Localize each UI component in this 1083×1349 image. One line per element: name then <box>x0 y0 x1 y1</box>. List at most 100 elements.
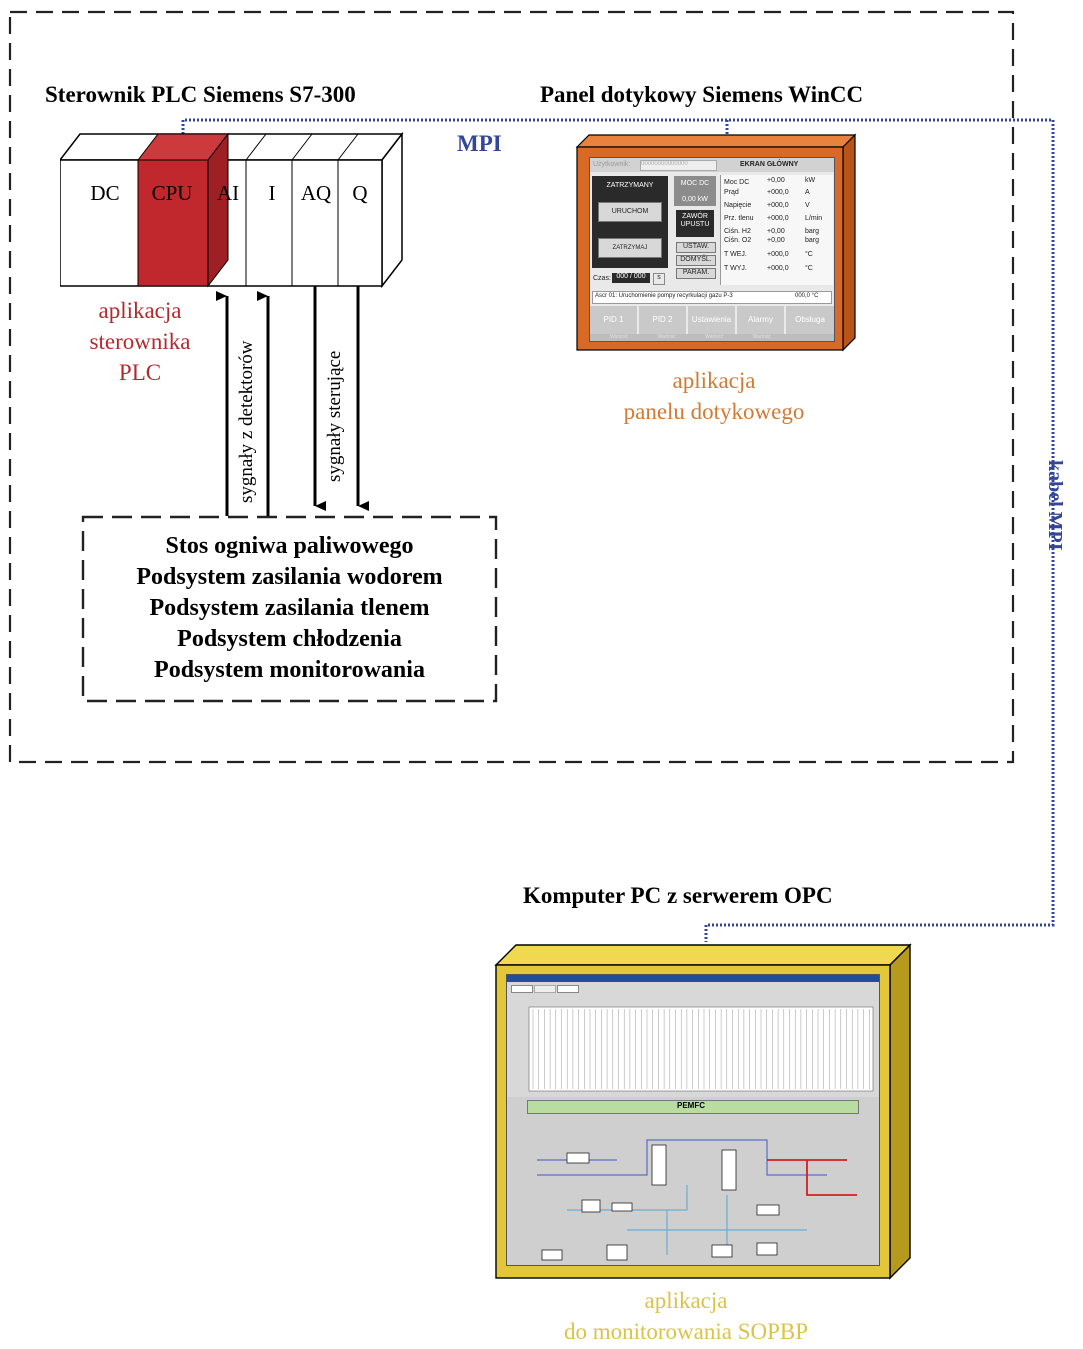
param-button[interactable]: PARAM. <box>676 268 716 279</box>
time-label: Czas: <box>593 275 611 282</box>
pc-schematic <box>537 1139 857 1261</box>
tab-settings[interactable]: Ustawienia <box>688 306 735 334</box>
param-name: Prz. tlenu <box>724 215 754 222</box>
panel-user-label: Użytkownik: <box>593 161 631 168</box>
param-value: +000,0 <box>767 215 789 222</box>
bottom-value: Wartość <box>752 334 771 340</box>
module-q: Q <box>352 181 368 205</box>
pc-app-caption: aplikacja do monitorowania SOPBP <box>500 1285 872 1347</box>
pc-process-view <box>507 1097 879 1265</box>
set-button[interactable]: USTAW. <box>676 242 716 253</box>
param-row-2: Prąd <box>724 189 739 196</box>
panel-bottom-bar: Wartość Wartość Wartość Wartość <box>590 334 834 341</box>
param-unit: °C <box>805 265 813 272</box>
plc-app-caption: aplikacja sterownika PLC <box>60 295 220 388</box>
pc-titlebar <box>507 975 879 982</box>
panel-screen-title: EKRAN GŁÓWNY <box>740 161 799 168</box>
param-row-4: Prz. tlenu <box>724 215 754 222</box>
system-boundary <box>8 10 1015 764</box>
param-row-1: Moc DC <box>724 177 749 190</box>
tab-alarms[interactable]: Alarmy <box>737 306 784 334</box>
subsystem-item: Podsystem monitorowania <box>154 657 425 683</box>
panel-user-field[interactable]: 00000000000000 <box>640 160 717 171</box>
subsystems-boundary <box>81 515 498 703</box>
pc-screen: PEMFC <box>506 974 880 1266</box>
param-name: Prąd <box>724 189 739 196</box>
param-unit: barg <box>805 237 820 244</box>
subsystem-item: Podsystem chłodzenia <box>177 626 402 652</box>
moc-dc-block <box>674 176 716 206</box>
param-name: Moc DC <box>724 179 750 186</box>
pc-tab-1[interactable] <box>511 985 533 993</box>
param-name: T WYJ. <box>724 265 747 272</box>
subsystem-item: Podsystem zasilania tlenem <box>149 595 430 621</box>
signal-in-label: sygnały z detektorów <box>236 340 257 503</box>
pc-tab-2[interactable] <box>534 985 556 993</box>
signal-out-label: sygnały sterujące <box>324 350 345 482</box>
plc-caption-line-3: PLC <box>118 360 162 385</box>
module-ai: AI <box>216 181 240 205</box>
panel-caption-line-1: aplikacja <box>672 368 756 393</box>
start-button[interactable]: URUCHOM <box>598 202 662 222</box>
param-value: +000,0 <box>767 265 789 272</box>
moc-dc-value: 0,00 kW <box>682 196 708 203</box>
cable-label: kabel MPI <box>1044 460 1066 551</box>
param-unit: °C <box>805 251 813 258</box>
bottom-value: Wartość <box>705 334 724 340</box>
plc-caption-line-2: sterownika <box>89 329 191 354</box>
pc-caption-line-1: aplikacja <box>644 1288 728 1313</box>
param-name: Ciśn. H2 <box>724 228 751 235</box>
bottom-value: Wartość <box>657 334 676 340</box>
panel-title: Panel dotykowy Siemens WinCC <box>540 82 864 107</box>
module-cpu: CPU <box>151 181 193 205</box>
stop-button[interactable]: ZATRZYMAJ <box>598 238 662 258</box>
pc-tab-3[interactable] <box>557 985 579 993</box>
param-unit: barg <box>805 228 820 235</box>
pc-header-bar <box>527 1100 859 1114</box>
panel-caption-line-2: panelu dotykowego <box>623 399 805 424</box>
panel-app-caption: aplikacja panelu dotykowego <box>592 365 836 427</box>
time-value: 000 / 000 <box>612 273 650 283</box>
subsystem-item: Podsystem zasilania wodorem <box>136 564 443 590</box>
param-row-5: Ciśn. H2 <box>724 228 751 235</box>
default-button[interactable]: DOMYŚL. <box>676 255 716 266</box>
param-row-6: Ciśn. O2 <box>724 237 751 244</box>
tab-pid2[interactable]: PID 2 <box>639 306 686 334</box>
subsystem-list: Stos ogniwa paliwowego Podsystem zasilan… <box>83 531 496 686</box>
valve-button[interactable]: ZAWÓR UPUSTU <box>676 210 714 237</box>
param-value: +000,0 <box>767 251 789 258</box>
param-unit: kW <box>805 177 816 184</box>
param-value: +000,0 <box>767 202 789 209</box>
param-value: +0,00 <box>767 228 785 235</box>
panel-screen: Użytkownik: 00000000000000 EKRAN GŁÓWNY … <box>589 157 835 342</box>
tab-service[interactable]: Obsługa <box>786 306 834 334</box>
param-unit: A <box>805 189 810 196</box>
param-unit: V <box>805 202 810 209</box>
valve-label-1: ZAWÓR <box>682 213 708 220</box>
mpi-label: MPI <box>457 131 502 156</box>
alarm-line <box>592 291 832 304</box>
param-name: T WEJ. <box>724 251 747 258</box>
module-i: I <box>268 181 276 205</box>
bottom-value: Wartość <box>610 334 629 340</box>
pc-label-center: PEMFC <box>677 1101 705 1110</box>
plc-caption-line-1: aplikacja <box>98 298 182 323</box>
param-unit: L/min <box>805 215 823 222</box>
state-label: ZATRZYMANY <box>606 182 654 189</box>
pc-trend-chart <box>528 1006 874 1092</box>
param-row-8: T WYJ. <box>724 265 747 272</box>
alarm-value: 000,0 °C <box>795 293 819 299</box>
param-row-7: T WEJ. <box>724 251 747 258</box>
valve-label-2: UPUSTU <box>680 221 710 228</box>
moc-dc-label: MOC DC <box>680 180 710 187</box>
pc-title: Komputer PC z serwerem OPC <box>523 883 833 908</box>
module-aq: AQ <box>300 181 332 205</box>
tab-pid1[interactable]: PID 1 <box>590 306 637 334</box>
param-value: +000,0 <box>767 189 789 196</box>
subsystem-item: Stos ogniwa paliwowego <box>165 533 414 559</box>
module-dc: DC <box>90 181 120 205</box>
param-value: +0,00 <box>767 237 785 244</box>
params-table: Moc DC Prąd Napięcie Prz. tlenu Ciśn. H2… <box>720 175 833 285</box>
